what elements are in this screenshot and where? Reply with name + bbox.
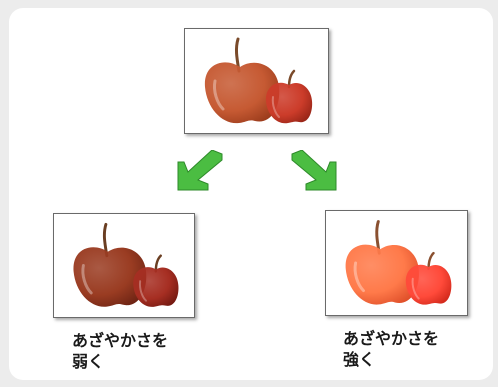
- big-apple-highlight: [213, 79, 225, 111]
- arrow-shape: [177, 150, 223, 191]
- small-apple: [133, 267, 179, 307]
- small-apple: [265, 82, 313, 124]
- caption-weaker-saturation: あざやかさを 弱く: [72, 331, 169, 371]
- big-apple: [345, 244, 419, 305]
- weaker-saturation-apple-image: [53, 213, 195, 318]
- small-apple-highlight: [411, 277, 420, 300]
- apple-illustration: [73, 222, 179, 307]
- down-right-arrow-icon: [291, 150, 337, 191]
- arrow-shape: [291, 150, 337, 191]
- big-apple-highlight: [353, 261, 365, 293]
- apple-illustration: [204, 37, 313, 124]
- big-apple-highlight: [81, 264, 93, 295]
- caption-stronger-saturation: あざやかさを 強く: [343, 329, 440, 369]
- small-apple-highlight: [271, 96, 280, 118]
- small-apple-highlight: [138, 280, 148, 302]
- down-left-arrow-icon: [177, 150, 223, 191]
- apple-illustration: [345, 220, 452, 305]
- big-apple: [73, 247, 147, 307]
- stronger-saturation-apple-image: [325, 210, 468, 316]
- original-apple-image: [184, 28, 329, 134]
- small-apple: [405, 264, 452, 305]
- big-apple: [204, 62, 280, 124]
